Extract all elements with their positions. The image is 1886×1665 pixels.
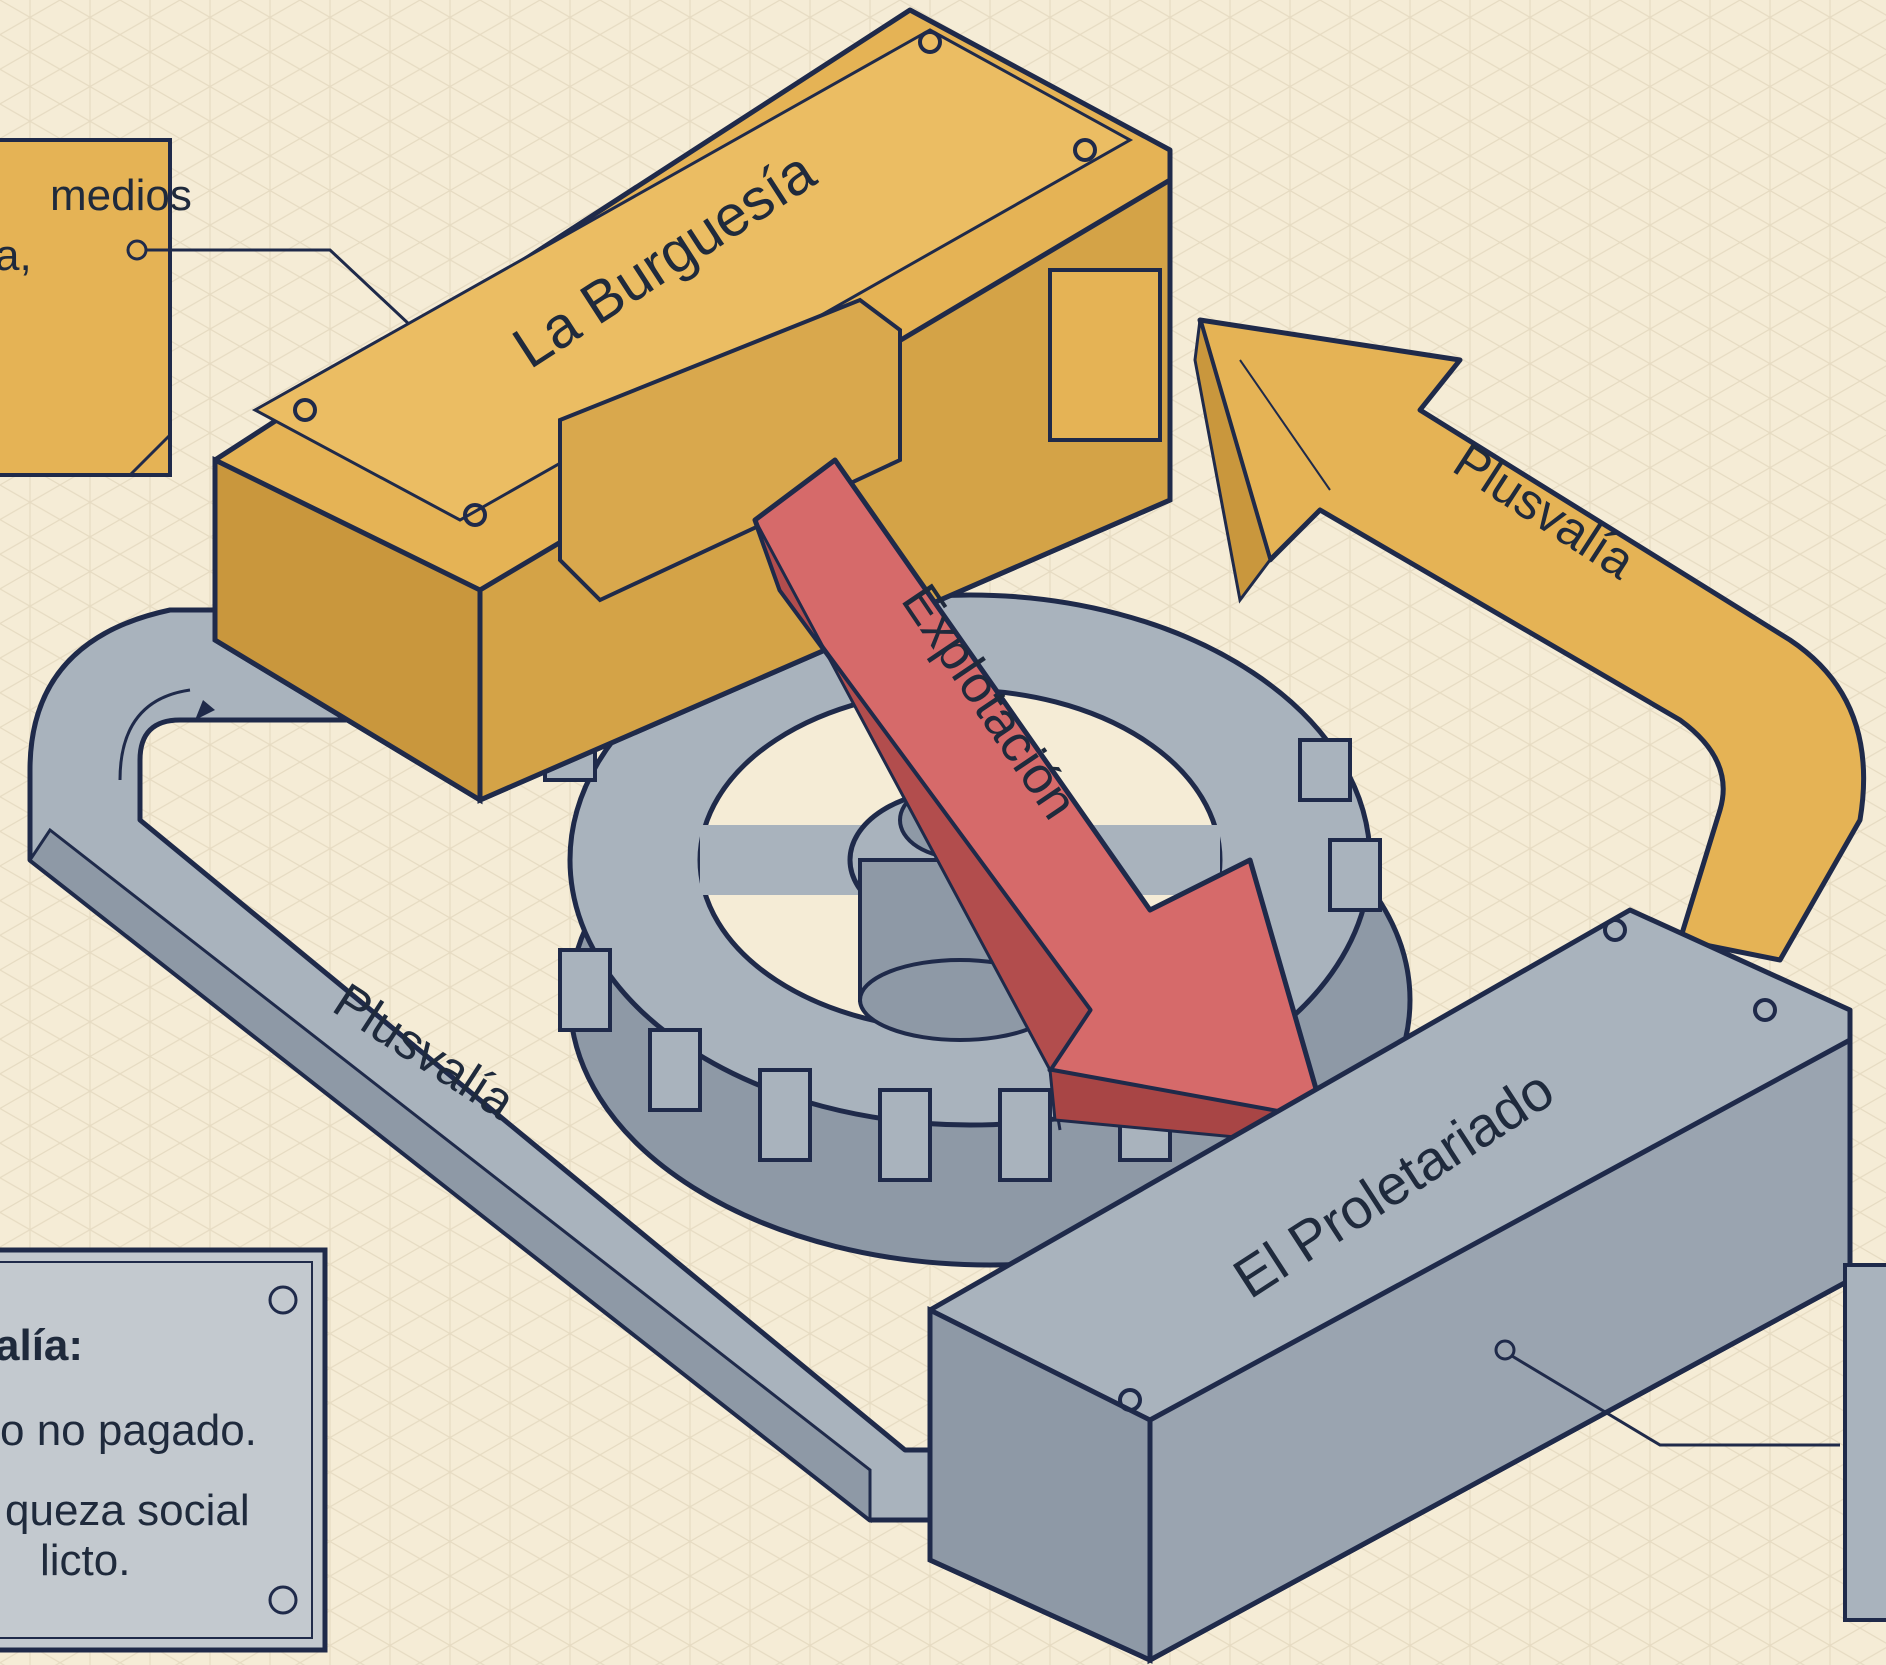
- bolt-icon: [463, 503, 487, 527]
- proletariat-block: El Proletariado: [927, 907, 1853, 1665]
- screw-icon: [268, 1285, 298, 1315]
- callout-dot-icon: [1494, 1339, 1516, 1361]
- note-card-bottom-left: alía: o no pagado. queza social licto.: [0, 1247, 328, 1653]
- bolt-icon: [1118, 1388, 1142, 1412]
- note-bottom-left-heading: alía:: [0, 1321, 83, 1370]
- bolt-icon: [918, 30, 942, 54]
- side-plate: [1048, 268, 1162, 442]
- callout-line: [1511, 1354, 1840, 1447]
- bolt-icon: [1753, 998, 1777, 1022]
- note-bottom-left-line2: queza social: [5, 1486, 250, 1535]
- bolt-icon: [293, 398, 317, 422]
- screw-icon: [268, 1585, 298, 1615]
- bolt-icon: [1073, 138, 1097, 162]
- note-card-top-left: medios a,: [0, 138, 475, 477]
- note-top-left-line2: a,: [0, 231, 32, 280]
- note-card-right: [1843, 1263, 1886, 1622]
- note-top-left-line1: medios: [50, 171, 192, 220]
- bolt-icon: [1603, 918, 1627, 942]
- note-bottom-left-line1: o no pagado.: [0, 1406, 257, 1455]
- direction-arrow-icon: [195, 700, 215, 720]
- note-bottom-left-line3: licto.: [40, 1536, 130, 1585]
